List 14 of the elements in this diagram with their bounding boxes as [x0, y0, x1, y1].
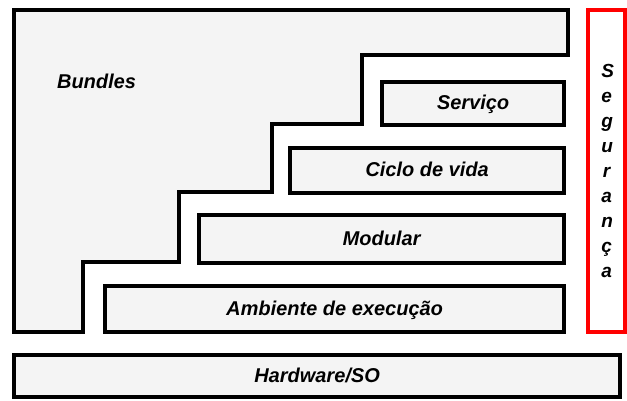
layer-label: Modular — [342, 228, 420, 250]
security-panel — [586, 8, 627, 334]
hardware-layer — [12, 353, 622, 399]
modular-layer — [197, 213, 566, 265]
service-layer — [380, 80, 566, 127]
runtime-layer — [103, 284, 566, 334]
layer-label: Serviço — [436, 92, 510, 115]
lifecycle-layer — [288, 146, 566, 195]
layer-label: Bundles — [57, 71, 136, 94]
layer-label: Hardware/SO — [254, 364, 380, 388]
layer-label: Ciclo de vida — [365, 159, 489, 182]
vertical-label: Segurança — [601, 60, 612, 284]
bundles-layer — [12, 8, 570, 334]
layer-label: Ambiente de execução — [226, 298, 443, 320]
